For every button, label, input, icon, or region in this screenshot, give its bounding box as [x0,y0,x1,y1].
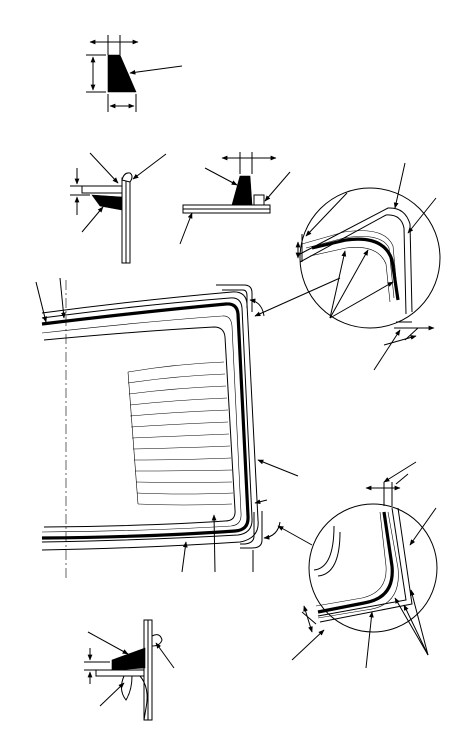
sealant-bead-profile [86,35,183,112]
molding-section-left [70,152,167,264]
upper-corner-detail [295,162,441,371]
lower-corner-detail [291,461,438,669]
molding-section-bottom [84,619,175,721]
molding-section-center [179,152,291,245]
back-window-glass [35,277,341,578]
